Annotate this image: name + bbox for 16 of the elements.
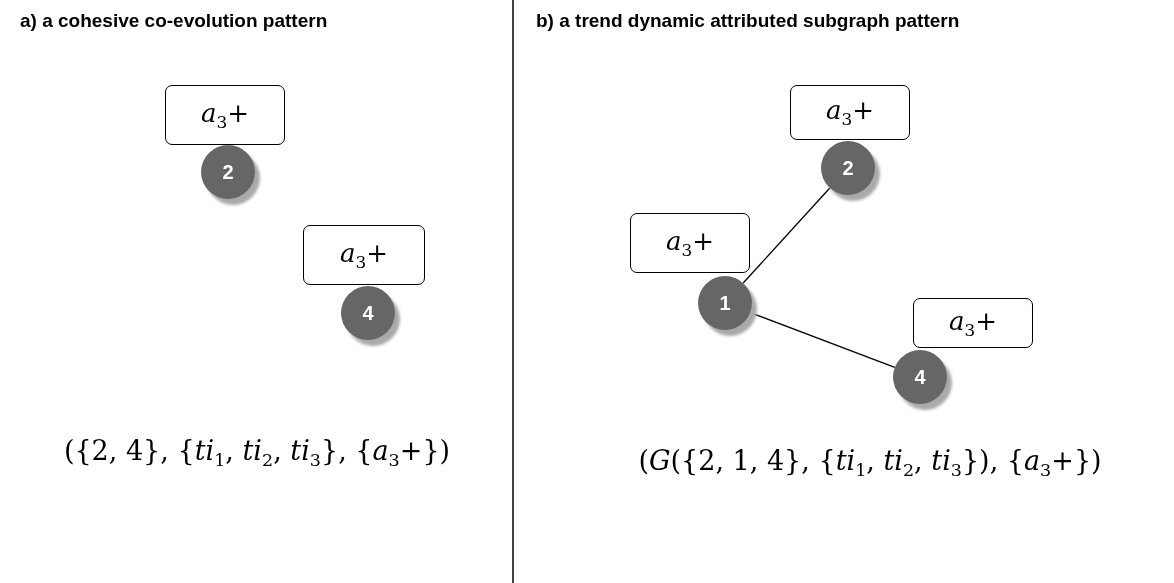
attribute-box: a$_{3}$+ xyxy=(303,225,425,285)
vertex-circle: 4 xyxy=(341,286,395,340)
attribute-box: a$_{3}$+ xyxy=(790,85,910,140)
pattern-formula: ({2, 4}, {ti$_{1}$, ti$_{2}$, ti$_{3}$}, {a$_{3}$+}) xyxy=(63,435,451,471)
panel-title: b) a trend dynamic attributed subgraph pattern xyxy=(536,10,960,32)
attribute-box: a$_{3}$+ xyxy=(165,85,285,145)
vertex-circle: 1 xyxy=(698,276,752,330)
edge-line xyxy=(742,187,831,284)
attribute-box: a$_{3}$+ xyxy=(630,213,750,273)
edge-line xyxy=(749,311,896,369)
vertex-circle: 2 xyxy=(201,145,255,199)
vertex-circle: 2 xyxy=(821,141,875,195)
attribute-box: a$_{3}$+ xyxy=(913,298,1033,348)
vertex-circle: 4 xyxy=(893,350,947,404)
panel-title: a) a cohesive co-evolution pattern xyxy=(20,10,328,32)
pattern-formula: (G({2, 1, 4}, {ti$_{1}$, ti$_{2}$, ti$_{3}$}), {a$_{3}$+}) xyxy=(638,445,1102,481)
